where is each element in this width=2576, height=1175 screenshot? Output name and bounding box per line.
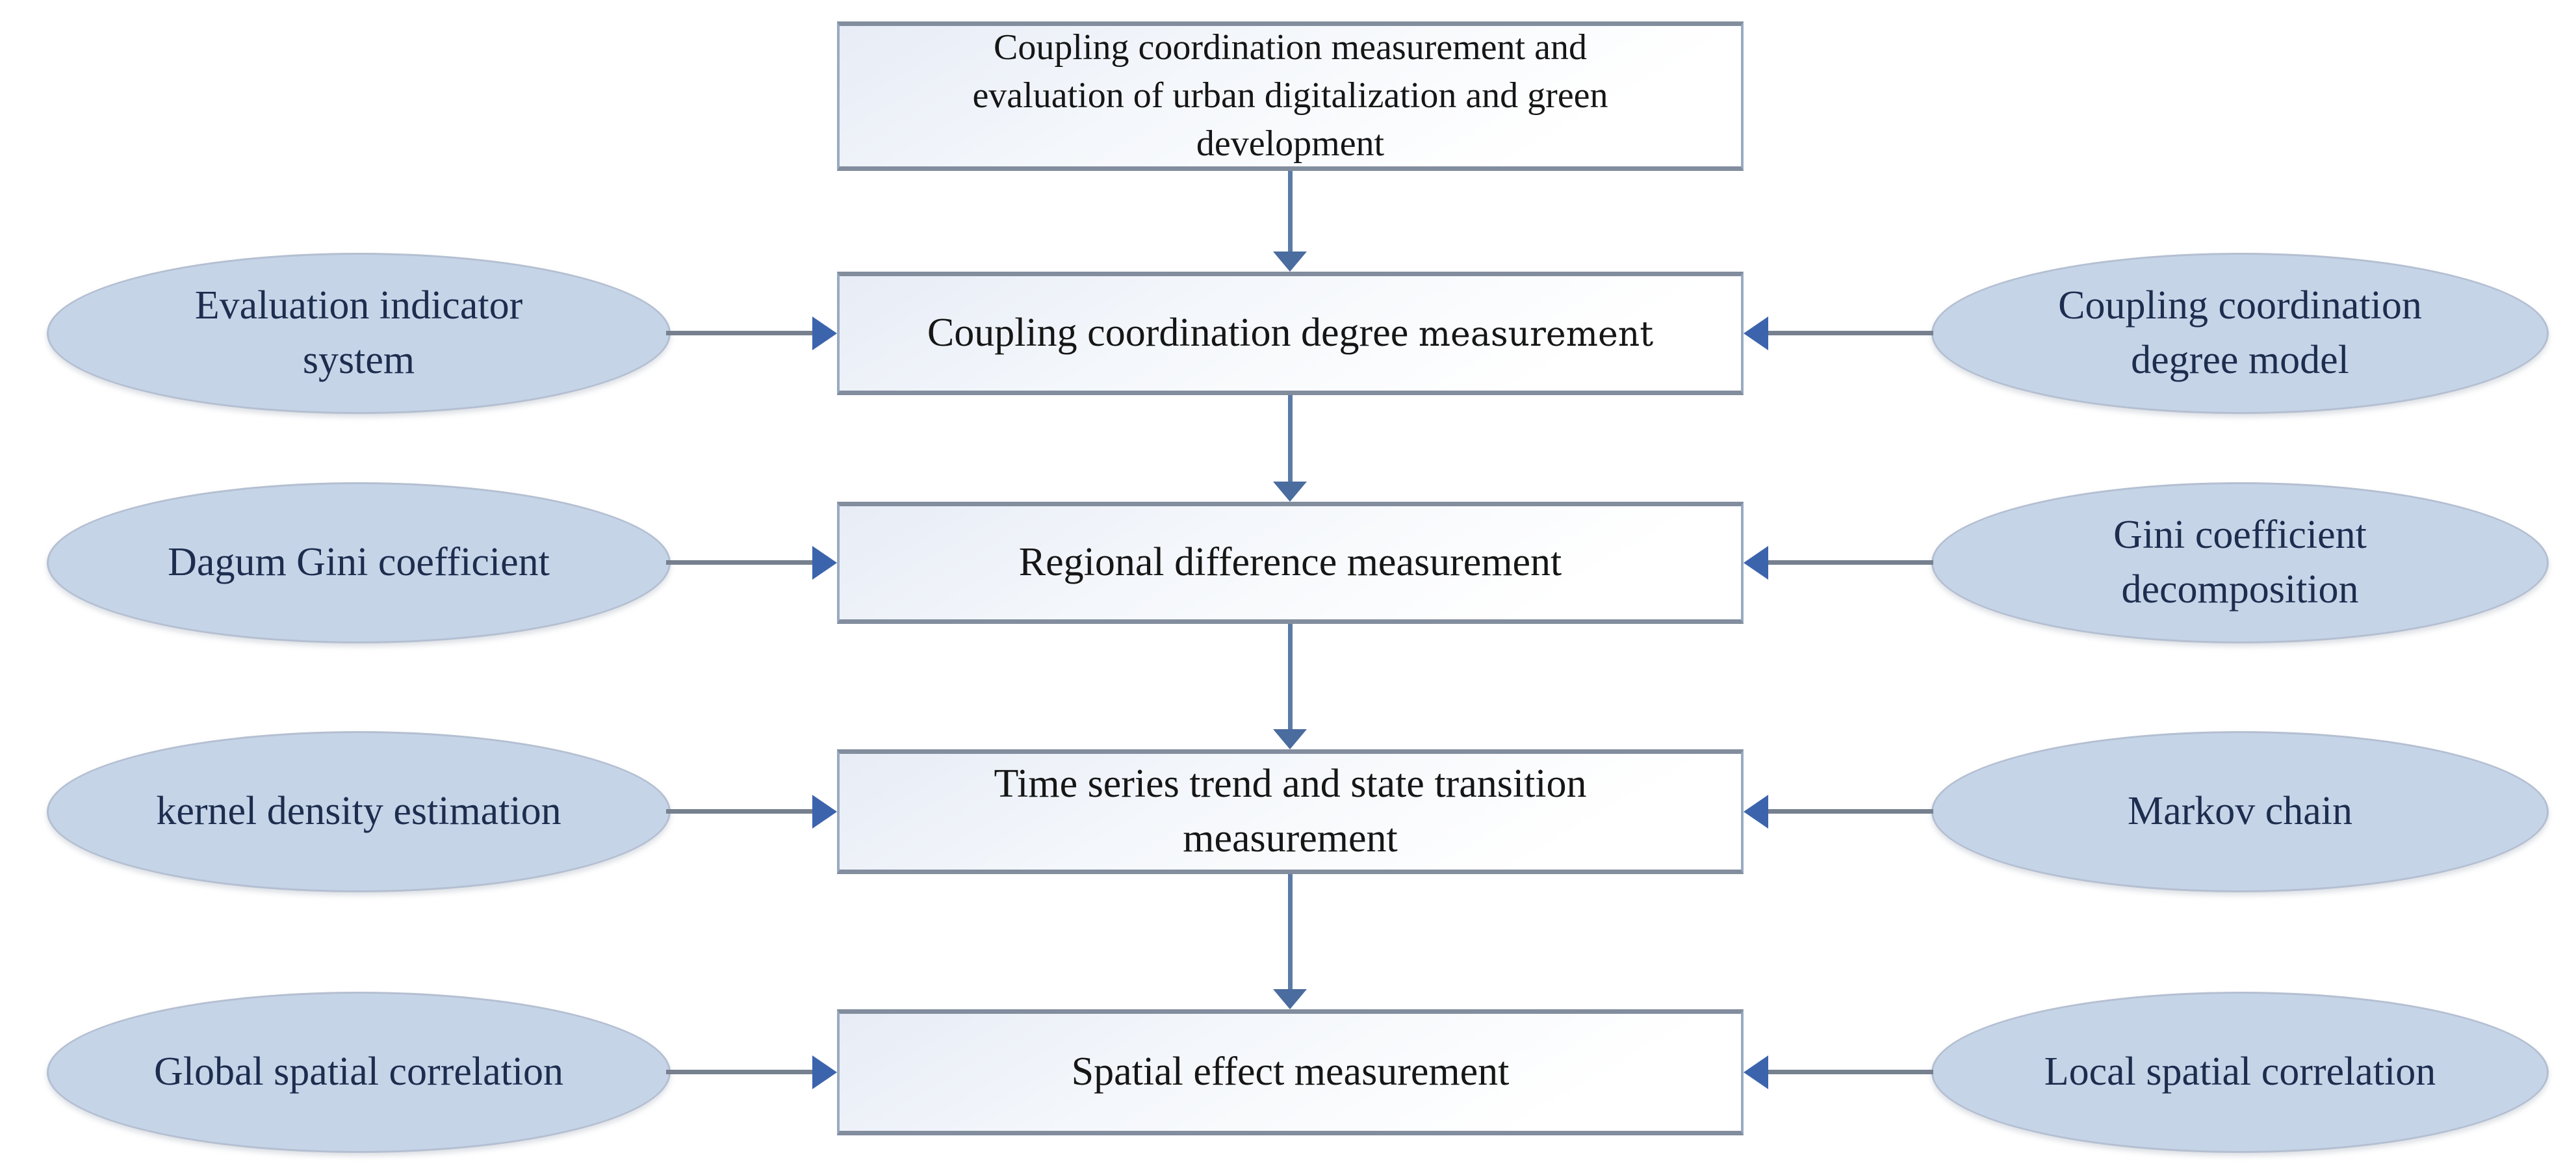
node-research-topic: Coupling coordination measurement and ev… — [837, 21, 1744, 171]
arrow-right-3-head-icon — [1744, 795, 1768, 829]
arrow-right-4-head-icon — [1744, 1055, 1768, 1089]
arrow-left-1-line — [666, 331, 813, 335]
arrow-right-3-line — [1768, 809, 1933, 814]
arrow-left-2-head-icon — [812, 546, 837, 580]
ellipse-evaluation-indicator-system: Evaluation indicator system — [47, 253, 671, 414]
arrow-down-3-line — [1288, 624, 1293, 729]
node-label: Coupling coordination degree measurement — [901, 306, 1679, 361]
ellipse-local-spatial-correlation: Local spatial correlation — [1931, 992, 2549, 1153]
ellipse-dagum-gini-coefficient: Dagum Gini coefficient — [47, 482, 671, 643]
arrow-down-2-line — [1288, 395, 1293, 482]
node-label: Regional difference measurement — [1018, 540, 1562, 585]
arrow-left-4-line — [666, 1070, 813, 1074]
ellipse-label: Dagum Gini coefficient — [168, 540, 550, 585]
node-label: Time series trend and state transition m… — [994, 762, 1587, 860]
arrow-left-1-head-icon — [812, 316, 837, 350]
ellipse-label: Markov chain — [2127, 789, 2353, 834]
ellipse-kernel-density-estimation: kernel density estimation — [47, 731, 671, 892]
arrow-left-3-head-icon — [812, 795, 837, 829]
arrow-right-4-line — [1768, 1070, 1933, 1074]
arrow-down-2-head-icon — [1273, 482, 1307, 502]
ellipse-label: Gini coefficient decomposition — [2113, 513, 2367, 612]
ellipse-label: kernel density estimation — [156, 789, 561, 834]
arrow-right-2-line — [1768, 560, 1933, 565]
node-regional-difference-measurement: Regional difference measurement — [837, 502, 1744, 624]
node-coupling-degree-measurement: Coupling coordination degree measurement — [837, 272, 1744, 395]
ellipse-label: Evaluation indicator system — [194, 283, 523, 382]
ellipse-global-spatial-correlation: Global spatial correlation — [47, 992, 671, 1153]
arrow-down-3-head-icon — [1273, 729, 1307, 749]
arrow-down-1-line — [1288, 171, 1293, 252]
arrow-left-2-line — [666, 560, 813, 565]
ellipse-gini-coefficient-decomposition: Gini coefficient decomposition — [1931, 482, 2549, 643]
arrow-left-3-line — [666, 809, 813, 814]
node-label: Coupling coordination measurement and ev… — [972, 27, 1608, 164]
arrow-right-2-head-icon — [1744, 546, 1768, 580]
node-time-series-state-transition-measurement: Time series trend and state transition m… — [837, 749, 1744, 874]
arrow-down-4-line — [1288, 874, 1293, 989]
arrow-right-1-head-icon — [1744, 316, 1768, 350]
ellipse-label: Global spatial correlation — [153, 1050, 564, 1094]
node-label-suffix: measurement — [1418, 315, 1654, 355]
arrow-left-4-head-icon — [812, 1055, 837, 1089]
node-label-main: Coupling coordination degree — [927, 311, 1409, 355]
arrow-down-1-head-icon — [1273, 252, 1307, 272]
ellipse-label: Local spatial correlation — [2044, 1050, 2436, 1094]
arrow-down-4-head-icon — [1273, 989, 1307, 1009]
ellipse-markov-chain: Markov chain — [1931, 731, 2549, 892]
ellipse-coupling-degree-model: Coupling coordination degree model — [1931, 253, 2549, 414]
arrow-right-1-line — [1768, 331, 1933, 335]
ellipse-label: Coupling coordination degree model — [2058, 283, 2422, 382]
node-spatial-effect-measurement: Spatial effect measurement — [837, 1009, 1744, 1135]
node-label: Spatial effect measurement — [1071, 1050, 1510, 1094]
